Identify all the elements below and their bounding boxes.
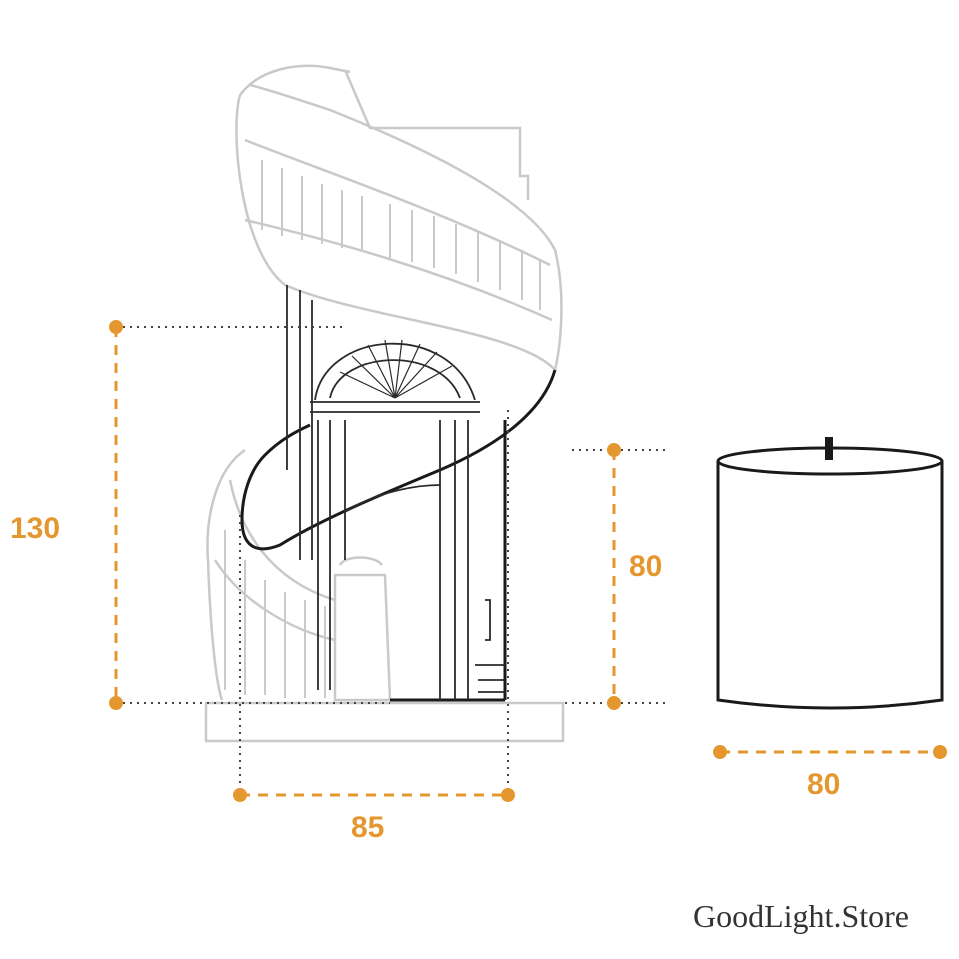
- upper-rail-outer: [249, 83, 563, 371]
- store-watermark: GoodLight.Store: [693, 898, 909, 934]
- dimension-guides: [116, 326, 665, 795]
- door-left-jamb: [317, 420, 346, 690]
- candle-body: [716, 461, 944, 710]
- door-right-jamb: [439, 420, 469, 700]
- dimension-label-height: 130: [10, 512, 61, 545]
- endpoint-dot: [501, 788, 515, 802]
- inner-stair: [344, 484, 441, 513]
- upper-rail-inner: [235, 94, 556, 371]
- endpoint-dot: [607, 696, 621, 710]
- lower-rail-line1: [228, 479, 336, 602]
- endpoint-dot: [607, 443, 621, 457]
- staircase-outline: [240, 369, 557, 702]
- lintel: [310, 401, 480, 413]
- doorway: [286, 285, 505, 700]
- staircase-top-wall: [343, 69, 530, 200]
- fan-arch: [314, 342, 476, 401]
- lower-balusters: [224, 530, 326, 698]
- endpoint-dot: [109, 696, 123, 710]
- door-steps: [475, 664, 505, 693]
- lower-rail-outer: [206, 448, 246, 701]
- spiral-stair-curve: [240, 369, 557, 551]
- lower-rail-line2: [213, 559, 336, 642]
- endpoint-dot: [233, 788, 247, 802]
- dimension-label-candle-height: 80: [629, 550, 663, 583]
- upper-balusters: [261, 160, 541, 310]
- fan-rays: [339, 339, 453, 399]
- dimension-label-width: 85: [351, 811, 385, 844]
- newel-cap: [338, 556, 384, 566]
- staircase-base: [204, 701, 565, 743]
- left-pillar: [286, 285, 313, 560]
- newel-post: [333, 573, 392, 702]
- dimension-endpoints: [109, 320, 947, 802]
- candle-drawing: [716, 437, 944, 710]
- dimension-label-candle-width: 80: [807, 768, 841, 801]
- endpoint-dot: [713, 745, 727, 759]
- upper-rail-line2: [244, 218, 553, 322]
- upper-rail-top: [238, 64, 351, 96]
- dimension-lines: [114, 327, 940, 797]
- endpoint-dot: [109, 320, 123, 334]
- staircase-drawing: [204, 64, 565, 743]
- endpoint-dot: [933, 745, 947, 759]
- wick-icon: [825, 437, 833, 460]
- upper-rail-line1: [244, 138, 551, 267]
